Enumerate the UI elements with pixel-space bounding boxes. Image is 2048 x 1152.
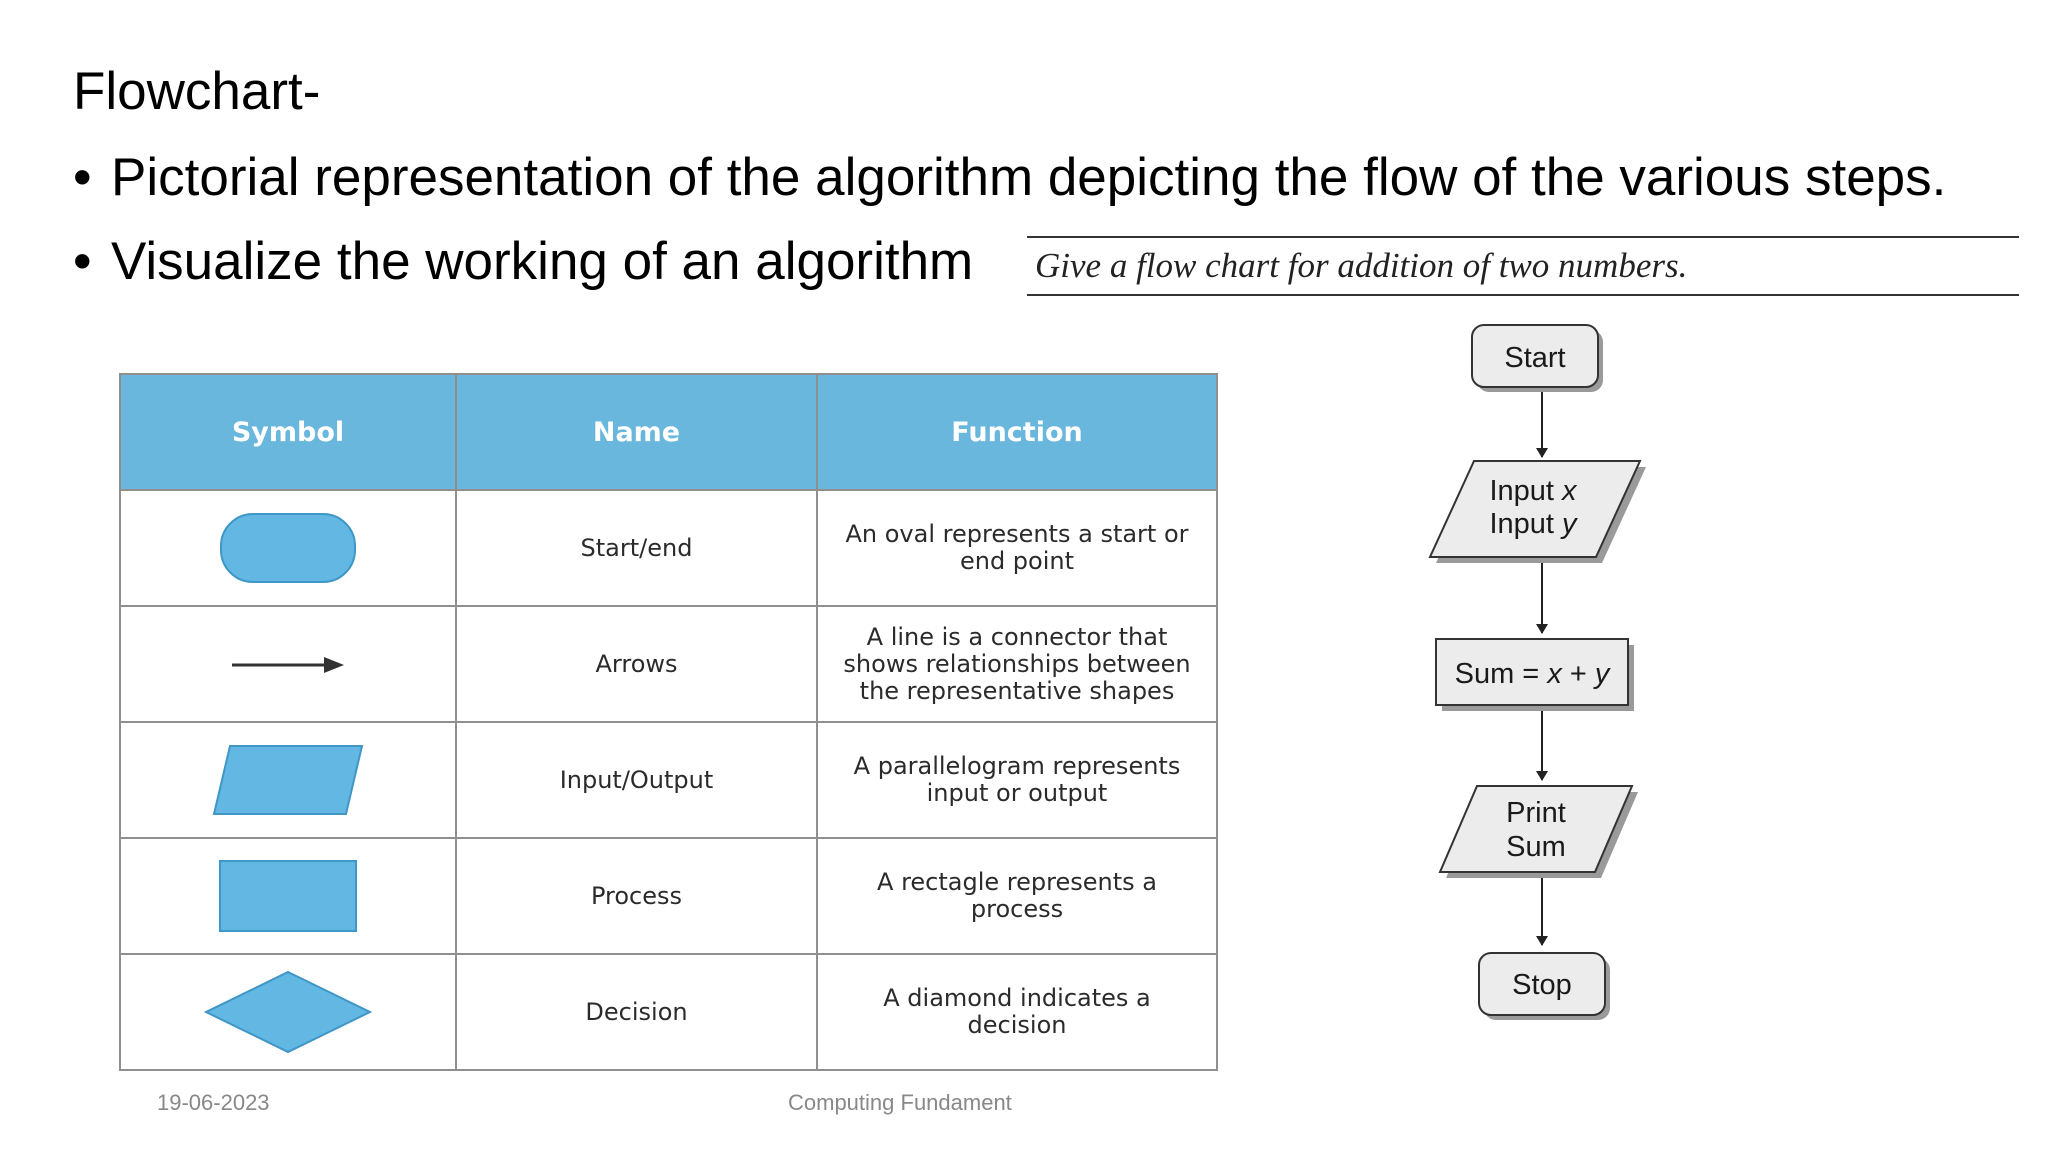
header-name: Name [455,373,818,491]
symbol-cell [119,721,457,839]
bullet-text: Visualize the working of an algorithm [111,232,974,291]
output-node: Print Sum [1438,785,1638,878]
slide-title: Flowchart- [73,62,321,121]
symbol-cell [119,605,457,723]
name-cell: Input/Output [455,721,818,839]
table-row: Input/Output A parallelogram represents … [119,721,1218,839]
process-node: Sum = x + y [1435,638,1634,711]
header-function: Function [816,373,1218,491]
flowchart-caption: Give a flow chart for addition of two nu… [1035,246,1688,285]
oval-symbol-icon [220,513,356,583]
function-cell: An oval represents a start or end point [816,489,1218,607]
table-row: Arrows A line is a connector that shows … [119,605,1218,723]
sum-label: Sum = x + y [1455,658,1611,690]
stop-node: Stop [1478,952,1610,1020]
table-header-row: Symbol Name Function [119,373,1218,491]
function-cell: A parallelogram represents input or outp… [816,721,1218,839]
bullet-text: Pictorial representation of the algorith… [111,148,1947,207]
footer-date: 19-06-2023 [157,1090,270,1115]
stop-label: Stop [1512,969,1572,1001]
print-label: Print [1506,797,1566,829]
caption-rule-top [1027,236,2019,238]
flowchart-symbol-table: Symbol Name Function Start/end An oval r… [119,373,1218,1071]
bullet-dot: • [73,148,92,207]
arrow-symbol-icon [232,656,344,673]
start-node: Start [1471,324,1603,392]
table-row: Start/end An oval represents a start or … [119,489,1218,607]
parallelogram-symbol-icon [212,745,364,815]
input-x-label: Input x [1489,475,1578,507]
footer-course: Computing Fundament [788,1090,1012,1115]
bullet-list: • Pictorial representation of the algori… [73,145,1973,313]
addition-flowchart: Start Input x Input y Sum = x + y Print … [1428,324,1646,1020]
print-sum-label: Sum [1506,831,1566,863]
name-cell: Process [455,837,818,955]
input-y-label: Input y [1489,508,1578,540]
function-cell: A line is a connector that shows relatio… [816,605,1218,723]
bullet-item: • Visualize the working of an algorithm [73,229,1973,295]
function-cell: A rectagle represents a process [816,837,1218,955]
name-cell: Decision [455,953,818,1071]
rectangle-symbol-icon [219,860,357,932]
diamond-symbol-icon [204,970,372,1054]
symbol-cell [119,953,457,1071]
caption-rule-bottom [1027,294,2019,296]
table-row: Decision A diamond indicates a decision [119,953,1218,1071]
header-symbol: Symbol [119,373,457,491]
start-label: Start [1504,342,1565,374]
input-node: Input x Input y [1428,460,1646,563]
symbol-cell [119,489,457,607]
bullet-dot: • [73,232,92,291]
symbol-cell [119,837,457,955]
bullet-item: • Pictorial representation of the algori… [73,145,1973,211]
name-cell: Start/end [455,489,818,607]
table-row: Process A rectagle represents a process [119,837,1218,955]
name-cell: Arrows [455,605,818,723]
function-cell: A diamond indicates a decision [816,953,1218,1071]
